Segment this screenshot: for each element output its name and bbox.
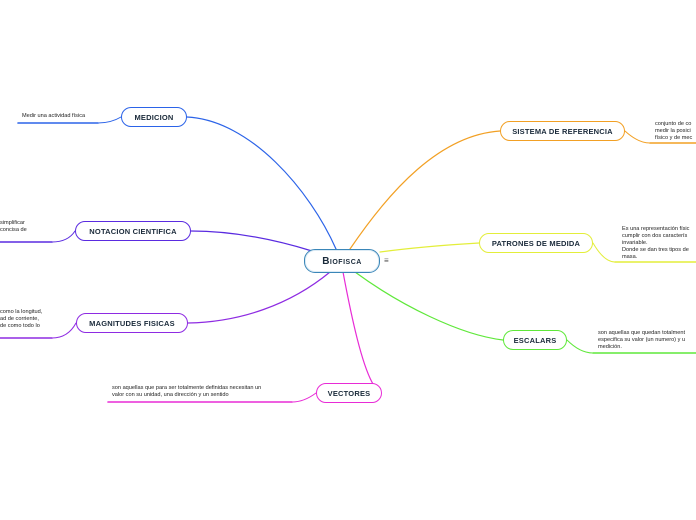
central-topic[interactable]: Biofisca	[304, 249, 380, 273]
connector-sistema	[349, 130, 501, 250]
note-notacion-cientifica: simplificar concisa de	[0, 220, 27, 233]
topic-label: MAGNITUDES FISICAS	[89, 318, 175, 328]
topic-vectores[interactable]: VECTORES	[316, 383, 382, 403]
connector-magnitudes	[187, 271, 331, 324]
note-vectores: son aquellas que para ser totalmente def…	[112, 385, 262, 398]
note-medicion: Medir una actividad física	[22, 113, 86, 119]
note-connector-sistema	[624, 130, 651, 144]
topic-menu-icon[interactable]: ≡	[384, 256, 389, 265]
topic-escalars[interactable]: ESCALARS	[503, 330, 567, 350]
topic-label: MEDICION	[134, 112, 174, 122]
topic-notacion-cientifica[interactable]: NOTACION CIENTIFICA	[75, 221, 191, 241]
note-connector-magnitudes	[51, 322, 77, 339]
note-escalars: son aquellas que quedan totalment especi…	[598, 330, 686, 350]
topic-label: PATRONES DE MEDIDA	[491, 238, 581, 248]
connector-medicion	[186, 116, 337, 250]
topic-sistema-de-referencia[interactable]: SISTEMA DE REFERENCIA	[500, 121, 625, 141]
note-connector-escalars	[566, 339, 594, 354]
connector-escalars	[354, 271, 504, 341]
topic-magnitudes-fisicas[interactable]: MAGNITUDES FISICAS	[76, 313, 188, 333]
connector-patrones	[379, 242, 480, 253]
note-connector-notacion	[51, 230, 76, 243]
note-sistema-de-referencia: conjunto de co medir la posici físico y …	[655, 121, 693, 141]
topic-patrones-de-medida[interactable]: PATRONES DE MEDIDA	[479, 233, 593, 253]
topic-label: NOTACION CIENTIFICA	[89, 226, 177, 236]
connector-vectores	[342, 271, 374, 385]
note-connector-vectores	[291, 392, 317, 403]
note-magnitudes-fisicas: como la longitud, ad de corriente, de co…	[0, 309, 43, 329]
topic-medicion[interactable]: MEDICION	[121, 107, 187, 127]
topic-label: VECTORES	[327, 388, 371, 398]
note-patrones-de-medida: Es una representación físic cumplir con …	[622, 226, 690, 260]
central-topic-label: Biofisca	[322, 255, 362, 267]
connector-notacion	[190, 230, 313, 252]
topic-label: ESCALARS	[513, 335, 557, 345]
topic-label: SISTEMA DE REFERENCIA	[512, 126, 613, 136]
note-connector-medicion	[97, 116, 122, 124]
note-connector-patrones	[592, 242, 616, 263]
